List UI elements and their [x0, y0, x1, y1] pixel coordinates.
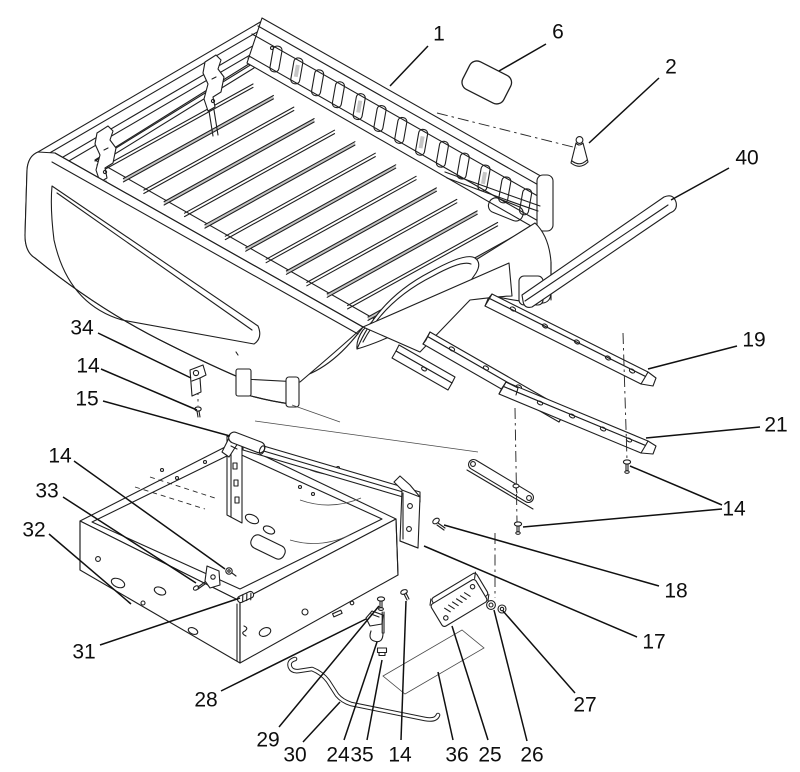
screw-14-left: [225, 567, 237, 577]
handhold-recess: [487, 197, 524, 222]
callout-1: 1: [433, 23, 445, 46]
callout-40: 40: [735, 147, 758, 170]
leader-line-31: [99, 597, 241, 646]
leader-line-33: [62, 496, 197, 584]
leader-line-25: [451, 625, 489, 741]
leader-line-1: [389, 45, 429, 87]
callout-25: 25: [478, 744, 501, 767]
leader-line-27: [502, 610, 576, 694]
plug-part-2: [570, 136, 589, 167]
strip-part-40: [521, 195, 677, 308]
screw-14-upper: [194, 406, 202, 418]
nut-part-26: [486, 600, 496, 610]
sill-bar: [466, 458, 534, 510]
screen-panel-slots: [269, 45, 533, 216]
leader-line-14a: [629, 465, 723, 506]
screw-14-right-upper: [622, 459, 632, 474]
leader-line-2: [588, 77, 660, 144]
callout-15: 15: [75, 388, 98, 411]
leader-line-35: [366, 659, 383, 741]
box-mount-tabs: [235, 368, 479, 453]
leader-line-40: [670, 167, 730, 201]
panel-part-36: [382, 629, 485, 695]
leader-line-14d: [100, 368, 198, 411]
callout-31: 31: [72, 641, 95, 664]
pivot-bracket-17: [393, 475, 421, 549]
callout-27: 27: [573, 694, 596, 717]
latch-bracket-left: [204, 565, 221, 589]
screen-rivet: [269, 45, 275, 51]
screen-corner-post: [536, 174, 554, 232]
callout-29: 29: [256, 729, 279, 752]
callout-6: 6: [552, 21, 564, 44]
pin-part-31: [236, 590, 255, 604]
callout-17: 17: [642, 631, 665, 654]
callout-24: 24: [326, 744, 350, 767]
cargo-box: [24, 17, 554, 453]
callout-14b: 14: [388, 744, 412, 767]
callout-30: 30: [283, 744, 306, 767]
leader-line-30: [302, 701, 341, 743]
callout-2: 2: [665, 56, 677, 79]
leader-line-15: [102, 400, 231, 437]
tub-flange-inner: [91, 451, 383, 590]
nut-part-27: [497, 604, 507, 614]
callout-32: 32: [22, 519, 45, 542]
screw-part-18: [432, 517, 446, 531]
tub-corners: [79, 518, 399, 664]
leader-line-14c: [73, 460, 226, 570]
left-wall-rails: [40, 27, 269, 168]
callout-35: 35: [350, 744, 373, 767]
tub-wall-holes: [95, 556, 355, 637]
plate-part-6: [461, 60, 513, 105]
leader-line-18: [443, 524, 660, 587]
leader-line-14a: [522, 508, 723, 528]
callout-19: 19: [742, 329, 765, 352]
nut-part-35: [376, 647, 388, 657]
floor-ribs: [102, 83, 519, 321]
callout-14a: 14: [722, 498, 746, 521]
bracket-plate-25: [429, 571, 490, 627]
leader-line-21: [645, 426, 761, 439]
rear-post: [226, 435, 243, 524]
floor-rib-shading: [122, 96, 519, 320]
leader-line-24: [343, 641, 378, 741]
leader-line-36: [437, 671, 454, 741]
center-lines: [197, 112, 628, 598]
stake-strap-rear: [202, 54, 225, 137]
callout-26: 26: [520, 744, 543, 767]
bracket-part-34: [189, 364, 207, 397]
leader-line-29: [278, 605, 380, 728]
frame-tub: [79, 435, 421, 664]
callout-21: 21: [764, 414, 787, 437]
callout-14c: 14: [48, 445, 72, 468]
rail-fragment: [391, 344, 456, 391]
callout-34: 34: [70, 317, 94, 340]
rail-19: [484, 293, 657, 387]
callout-33: 33: [35, 480, 58, 503]
rail-21: [498, 381, 657, 455]
leader-line-34: [97, 332, 192, 379]
j-bolt-part-24: [369, 611, 385, 643]
front-panel: [24, 151, 513, 405]
callout-28: 28: [194, 689, 217, 712]
leader-line-14b: [400, 600, 407, 741]
leader-line-17: [423, 545, 638, 638]
leader-line-28: [220, 618, 367, 692]
callout-14d: 14: [76, 355, 100, 378]
screw-14-bottom: [400, 589, 410, 601]
bolt-part-33: [192, 581, 206, 591]
leader-line-19: [647, 345, 738, 370]
screw-part-29: [376, 596, 386, 611]
leader-line-32: [48, 533, 132, 605]
callout-18: 18: [664, 580, 687, 603]
rod-part-30: [287, 656, 441, 722]
leader-line-26: [493, 609, 528, 742]
screw-14-right-lower: [513, 521, 523, 535]
leader-line-6: [498, 43, 547, 72]
callout-36: 36: [445, 744, 468, 767]
